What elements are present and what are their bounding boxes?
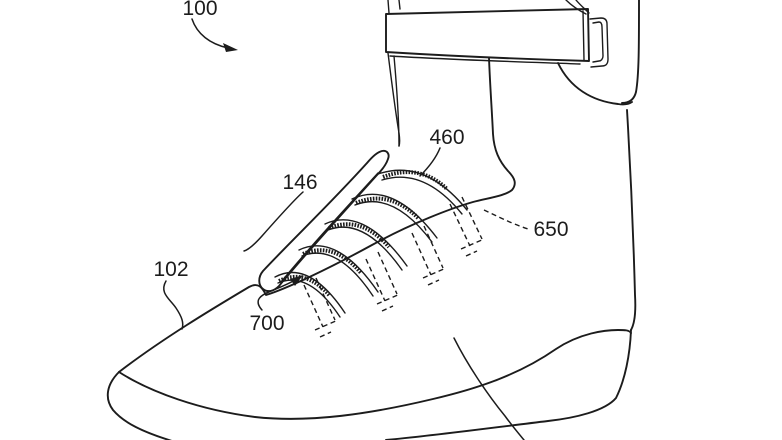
hidden-extension-strap5 <box>449 196 485 257</box>
strap4-upper-arc <box>351 193 438 239</box>
strap2-upper-arc <box>298 245 379 293</box>
shaft-top-tick-right <box>398 0 401 10</box>
ref-label-100: 100 <box>182 0 217 20</box>
leader-100-arrowhead <box>223 43 238 52</box>
strap2-hatch-band <box>302 248 363 275</box>
shaft-left-edge-inner <box>393 55 400 147</box>
front-outsole-edge <box>106 371 172 440</box>
strap5-lower-arc <box>381 176 463 215</box>
strap2-lower-arc <box>301 252 374 297</box>
strap1-hatch-band <box>278 275 332 298</box>
hidden-strap-extensions <box>303 196 485 338</box>
strap-top-curve-inner <box>575 0 590 14</box>
ref-label-146: 146 <box>282 171 317 194</box>
strap3-hatch-band <box>328 222 391 249</box>
ref-label-460: 460 <box>429 126 464 149</box>
strap3-upper-arc <box>324 219 408 267</box>
buckle-outer <box>589 17 609 68</box>
strap4-lower-arc <box>354 200 433 243</box>
leader-700-arrowhead <box>290 275 303 286</box>
cutoff-leader-line <box>453 337 525 440</box>
strap3-lower-arc <box>327 226 403 271</box>
ref-label-700: 700 <box>249 312 284 335</box>
leader-102 <box>163 280 184 330</box>
collar-curve <box>557 62 633 106</box>
back-edge-lower <box>626 109 637 331</box>
strap1-upper-arc <box>274 271 346 314</box>
ankle-strap-band <box>385 8 590 62</box>
leader-700 <box>257 279 296 311</box>
ref-label-102: 102 <box>153 258 188 281</box>
strap5-hatch-band <box>382 170 449 191</box>
hidden-extension-strap3 <box>365 251 401 312</box>
ankle-strap-end-inner-line <box>582 10 585 61</box>
leader-100 <box>191 18 229 49</box>
sole-bite-line <box>118 329 632 420</box>
heel-outline <box>385 329 632 440</box>
shaft-top-tick-left <box>387 0 390 14</box>
lace-cover-inner-line <box>280 172 379 283</box>
strap4-hatch-band <box>355 196 421 221</box>
leader-650 <box>483 209 529 230</box>
leader-460 <box>419 147 441 177</box>
hidden-extension-strap2 <box>303 277 339 338</box>
ankle-strap-bottom-inner-line <box>389 55 581 65</box>
lace-cover-outline <box>258 149 390 293</box>
lacing-straps <box>274 169 468 318</box>
upper-silhouette <box>118 57 516 373</box>
strap-top-curve-outer <box>565 0 587 15</box>
ref-label-650: 650 <box>533 218 568 241</box>
strap1-lower-arc <box>277 279 341 318</box>
buckle-inner <box>592 21 604 63</box>
hidden-extension-strap4 <box>411 225 447 286</box>
back-edge-upper <box>621 0 640 104</box>
leader-146 <box>243 191 304 252</box>
